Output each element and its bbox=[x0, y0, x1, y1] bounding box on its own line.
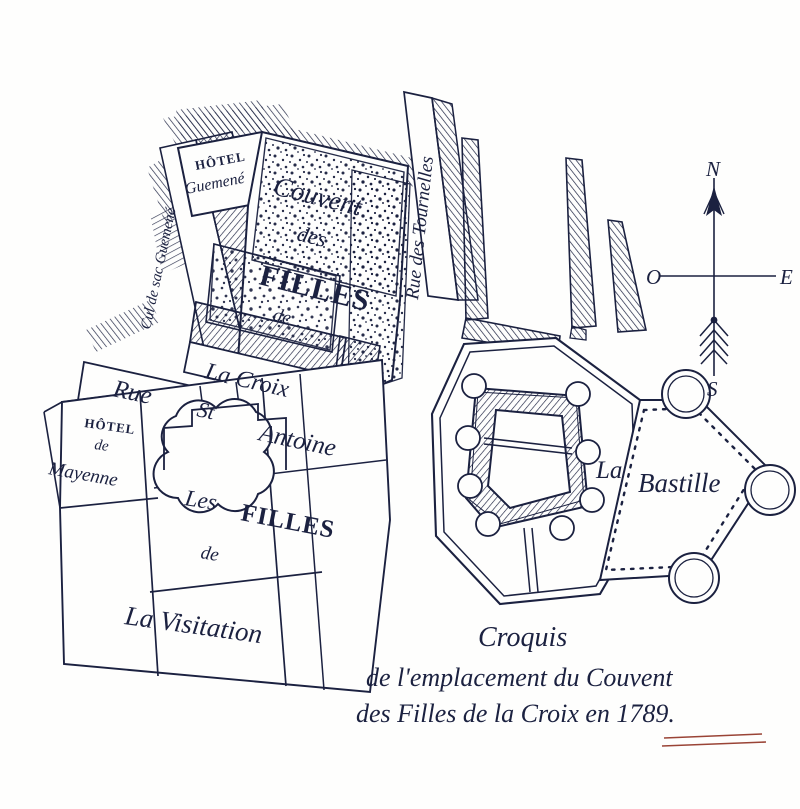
label-bastille-name: Bastille bbox=[638, 468, 721, 498]
compass-label-north: N bbox=[705, 157, 721, 181]
label-hotel-mayenne-line2: de bbox=[93, 437, 110, 455]
label-les-filles-word3: de bbox=[199, 542, 220, 566]
compass-rose bbox=[660, 178, 776, 376]
compass-label-south: S bbox=[707, 377, 718, 401]
compass-fletching bbox=[699, 316, 729, 365]
caption-line-3: des Filles de la Croix en 1789. bbox=[356, 699, 675, 728]
hatched-buildings-northeast bbox=[461, 137, 647, 355]
compass-label-west: O bbox=[646, 265, 661, 289]
bastille-keep-walls bbox=[455, 373, 605, 541]
label-hotel-mayenne-line1: HÔTEL bbox=[84, 415, 137, 437]
fortress-la-bastille bbox=[430, 336, 796, 606]
caption-line-1: Croquis bbox=[478, 622, 567, 653]
label-couvent-word4: de bbox=[271, 304, 293, 329]
label-bastille-la: La bbox=[595, 457, 622, 484]
compass-label-east: E bbox=[779, 265, 793, 289]
caption-line-2: de l'emplacement du Couvent bbox=[366, 663, 673, 692]
label-rue-st-antoine-st: St bbox=[195, 396, 218, 424]
caption-underline-flourish bbox=[661, 733, 767, 747]
label-les-filles-word1: Les bbox=[182, 485, 219, 515]
block-les-filles-de-la-visitation bbox=[59, 358, 391, 694]
